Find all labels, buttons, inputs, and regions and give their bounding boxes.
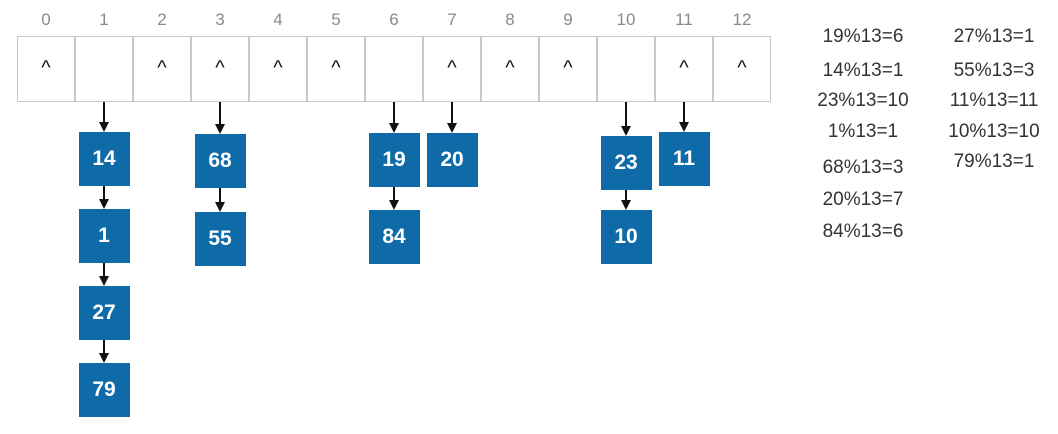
bucket-index-3: 3 (215, 10, 225, 29)
chain-node: 20 (426, 133, 478, 187)
hash-equation: 1%13=1 (827, 121, 899, 142)
chain-1-arrow-1-head (99, 199, 109, 209)
bucket-index-10: 10 (616, 10, 636, 29)
hash-equation: 84%13=6 (822, 221, 904, 242)
bucket-index-11: 11 (675, 10, 693, 29)
bucket-index-7: 7 (447, 10, 457, 29)
hash-equation: 27%13=1 (953, 26, 1035, 47)
chain-node: 84 (368, 210, 420, 264)
chain-3-arrow-0-head (215, 124, 225, 134)
hash-equation: 23%13=10 (817, 90, 909, 111)
empty-pointer-mark: ^ (215, 57, 225, 79)
chain-1-arrow-3-head (99, 353, 109, 363)
hash-equation: 14%13=1 (822, 60, 904, 81)
chain-3-arrow-1-head (215, 202, 225, 212)
bucket-index-6: 6 (389, 10, 399, 29)
empty-pointer-mark: ^ (447, 57, 457, 79)
bucket-index-4: 4 (273, 10, 283, 29)
bucket-index-5: 5 (331, 10, 341, 29)
chain-10-arrow-0-head (621, 126, 631, 136)
hash-equation: 55%13=3 (953, 60, 1035, 81)
hash-equation: 79%13=1 (953, 151, 1035, 172)
chain-node: 19 (368, 133, 420, 187)
chain-node: 68 (194, 134, 246, 188)
chain-6-arrow-1-head (389, 200, 399, 210)
chain-1-arrow-0-head (99, 122, 109, 132)
hash-equation: 11%13=11 (949, 90, 1039, 111)
chain-node: 79 (78, 363, 130, 417)
empty-pointer-mark: ^ (505, 57, 515, 79)
chain-node: 55 (194, 212, 246, 266)
chain-6-arrow-0-head (389, 123, 399, 133)
bucket-index-1: 1 (99, 10, 109, 29)
chain-1-arrow-2-head (99, 276, 109, 286)
bucket-slot-2: ^ (133, 36, 191, 102)
hash-equation: 68%13=3 (822, 157, 904, 178)
empty-pointer-mark: ^ (737, 57, 747, 79)
empty-pointer-mark: ^ (679, 57, 689, 79)
bucket-slot-1 (75, 36, 133, 102)
chain-10-arrow-1-head (621, 200, 631, 210)
bucket-slot-9: ^ (539, 36, 597, 102)
hash-equation: 10%13=10 (948, 121, 1040, 142)
bucket-slot-12: ^ (713, 36, 771, 102)
bucket-index-12: 12 (732, 10, 752, 29)
hash-equation: 20%13=7 (822, 189, 904, 210)
bucket-slot-5: ^ (307, 36, 365, 102)
bucket-slot-11: ^ (655, 36, 713, 102)
chain-node: 23 (600, 136, 652, 190)
chain-node: 11 (658, 132, 710, 186)
bucket-index-2: 2 (157, 10, 167, 29)
hash-equation: 19%13=6 (822, 26, 904, 47)
bucket-slot-8: ^ (481, 36, 539, 102)
bucket-slot-6 (365, 36, 423, 102)
bucket-slot-10 (597, 36, 655, 102)
chain-node: 14 (78, 132, 130, 186)
empty-pointer-mark: ^ (331, 57, 341, 79)
chain-node: 10 (600, 210, 652, 264)
bucket-index-0: 0 (41, 10, 51, 29)
bucket-index-9: 9 (563, 10, 573, 29)
empty-pointer-mark: ^ (41, 57, 51, 79)
bucket-slot-0: ^ (17, 36, 75, 102)
bucket-slot-3: ^ (191, 36, 249, 102)
bucket-slot-4: ^ (249, 36, 307, 102)
bucket-slot-7: ^ (423, 36, 481, 102)
chain-node: 1 (78, 209, 130, 263)
chain-node: 27 (78, 286, 130, 340)
empty-pointer-mark: ^ (563, 57, 573, 79)
bucket-index-8: 8 (505, 10, 515, 29)
empty-pointer-mark: ^ (157, 57, 167, 79)
empty-pointer-mark: ^ (273, 57, 283, 79)
chain-7-arrow-0-head (447, 123, 457, 133)
chain-11-arrow-0-head (679, 122, 689, 132)
